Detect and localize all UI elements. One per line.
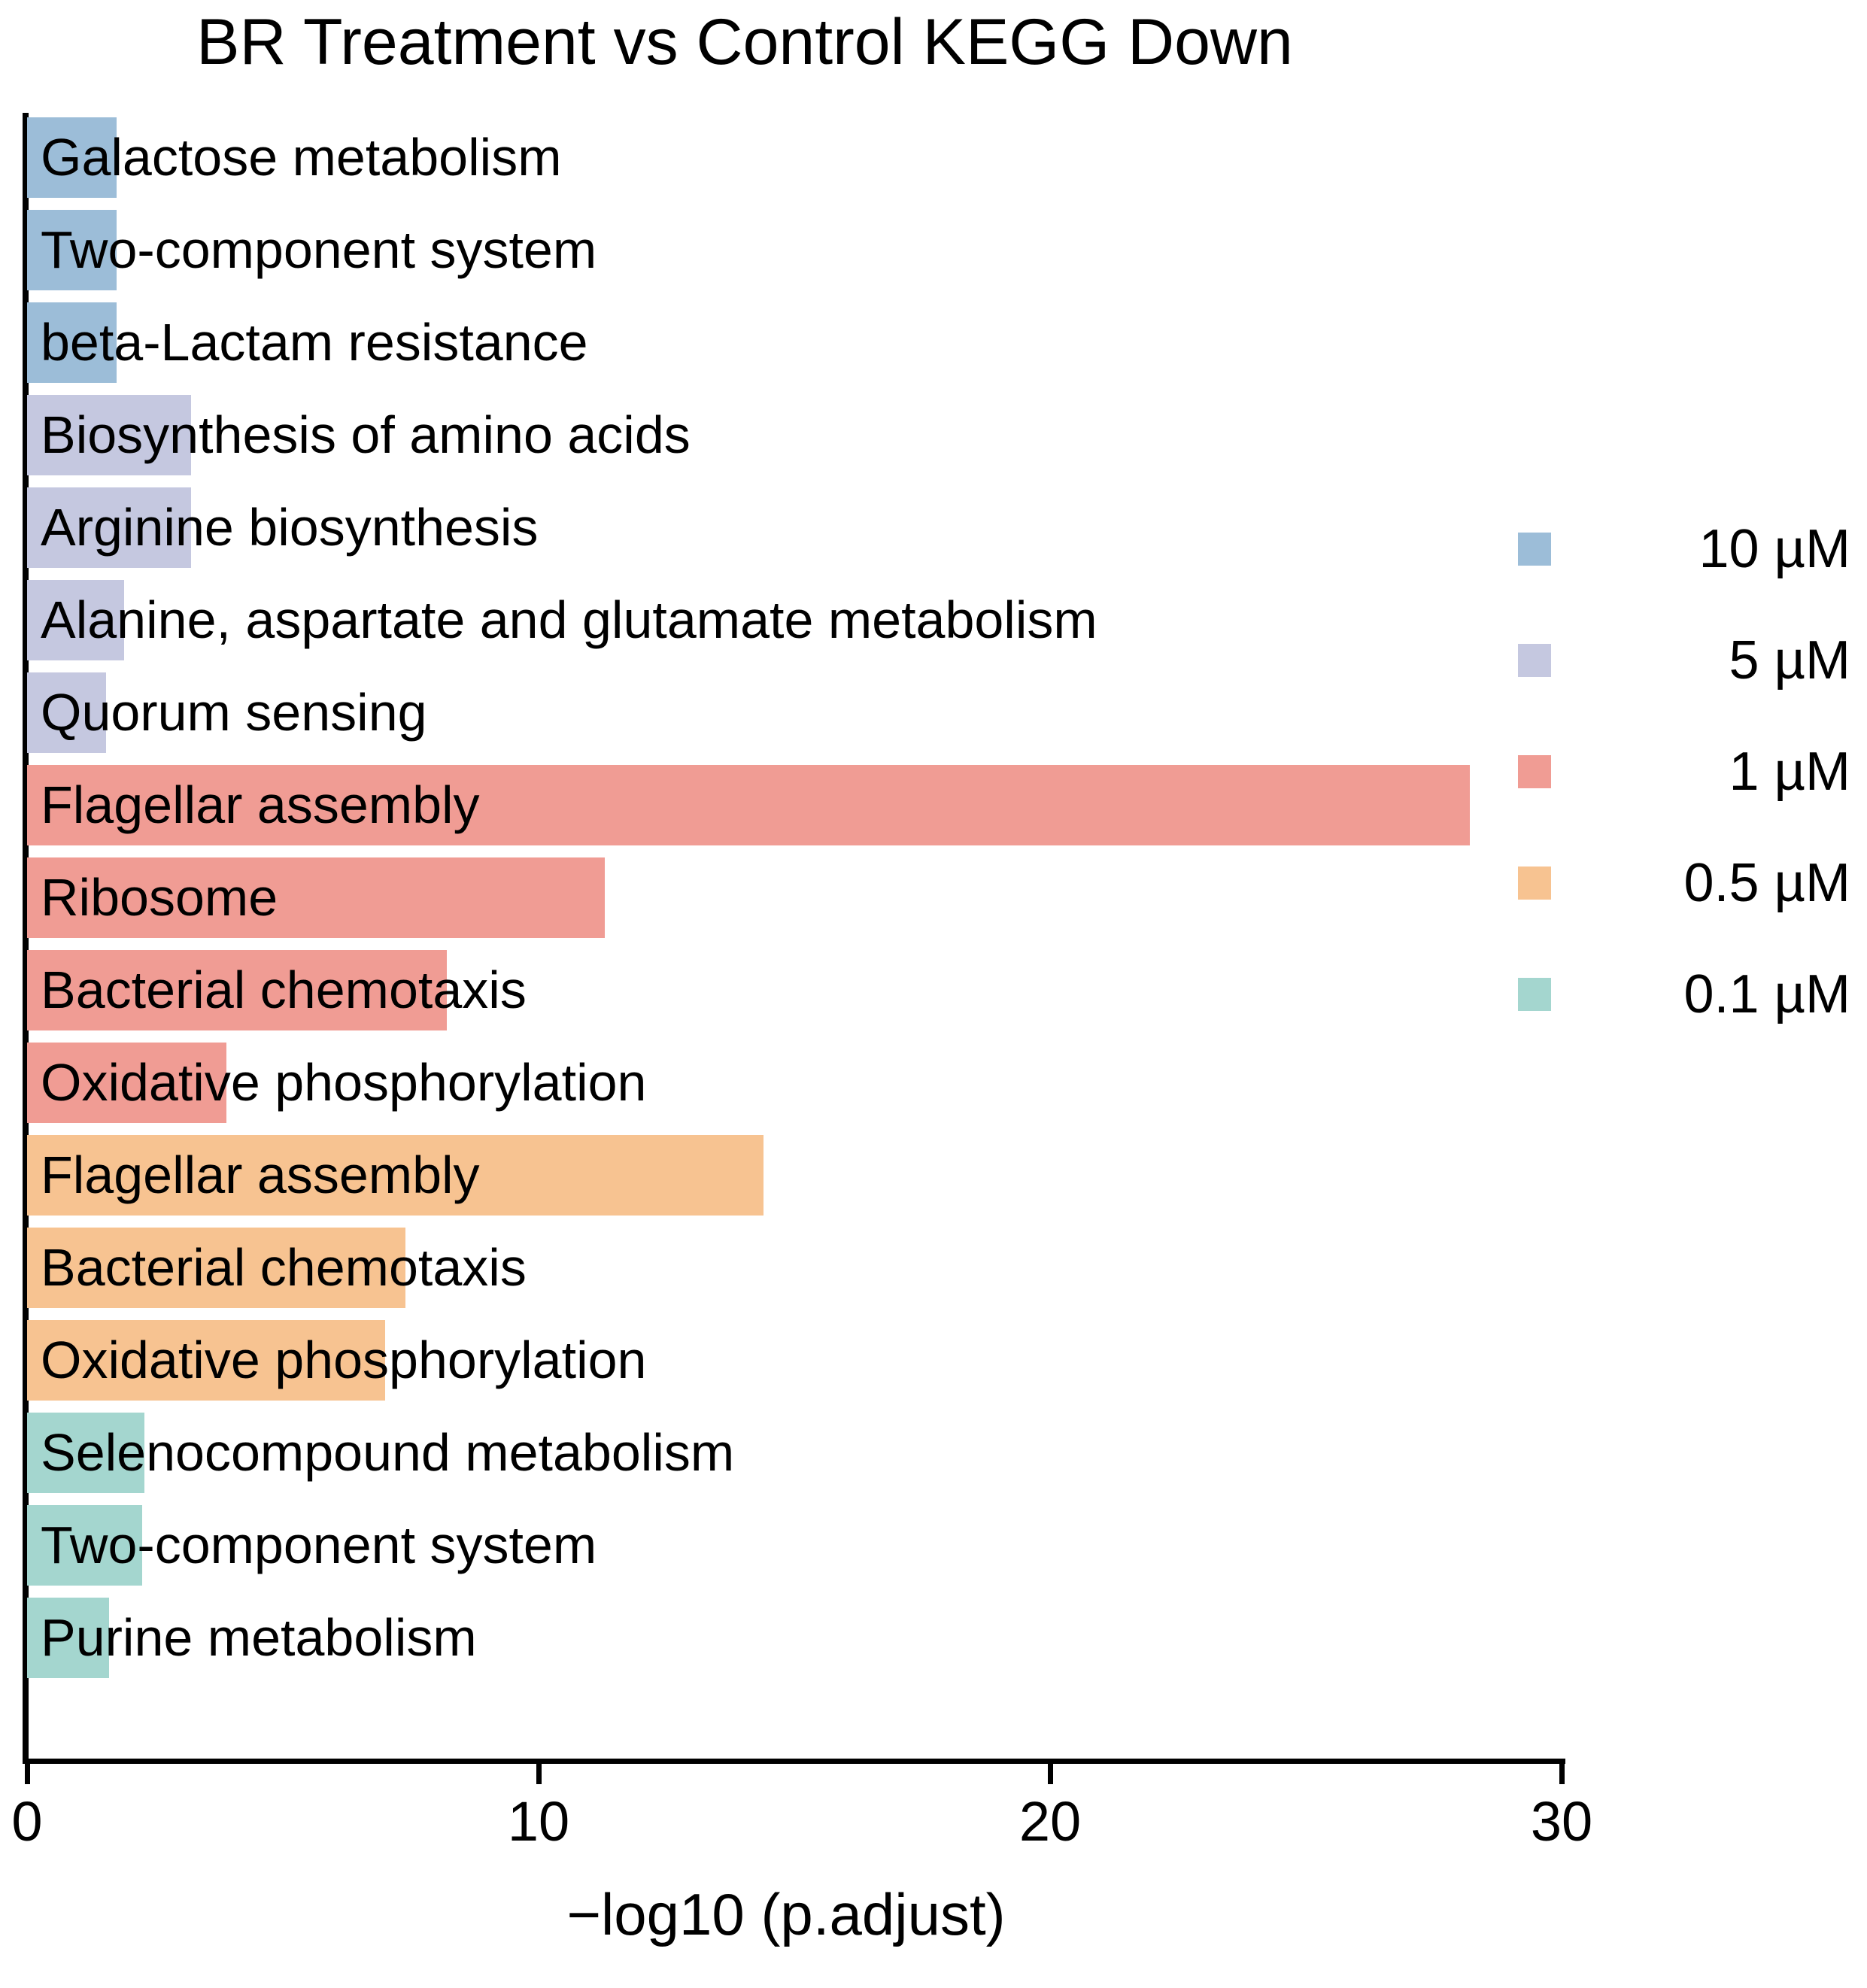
x-tick (536, 1759, 542, 1784)
bar-label: Alanine, aspartate and glutamate metabol… (41, 590, 1097, 649)
bar-row[interactable]: Galactose metabolism (0, 111, 1595, 204)
x-tick-label: 20 (1019, 1790, 1082, 1853)
bar-row[interactable]: Ribosome (0, 851, 1595, 944)
bar-row[interactable]: Purine metabolism (0, 1592, 1595, 1684)
bar-rect[interactable] (27, 857, 606, 938)
bar-rect[interactable] (27, 210, 117, 290)
bar-label: beta-Lactam resistance (41, 313, 588, 372)
bar-row[interactable]: Two-component system (0, 1499, 1595, 1592)
x-tick-label: 30 (1530, 1790, 1593, 1853)
x-axis-line (27, 1759, 1565, 1764)
bar-rect[interactable] (27, 672, 107, 753)
legend-swatch-icon (1518, 644, 1551, 677)
legend-label: 10 µM (1699, 519, 1850, 579)
y-axis-line (23, 113, 29, 1764)
legend-item[interactable]: 10 µM (1497, 519, 1850, 630)
legend-label: 0.1 µM (1683, 964, 1850, 1024)
x-tick (25, 1759, 30, 1784)
legend-swatch-icon (1518, 533, 1551, 566)
legend-label: 5 µM (1729, 630, 1850, 690)
bar-rect[interactable] (27, 1598, 109, 1678)
x-axis: 0 10 20 30 (0, 1759, 1595, 1853)
bar-row[interactable]: Arginine biosynthesis (0, 481, 1595, 574)
bar-row[interactable]: Quorum sensing (0, 666, 1595, 759)
x-axis-title: −log10 (p.adjust) (566, 1881, 1006, 1947)
bar-row[interactable]: Oxidative phosphorylation (0, 1314, 1595, 1407)
bar-rect[interactable] (27, 1043, 227, 1123)
bar-row[interactable]: Biosynthesis of amino acids (0, 389, 1595, 481)
bar-label: Two-component system (41, 220, 597, 279)
bar-rect[interactable] (27, 580, 125, 660)
x-tick (1048, 1759, 1053, 1784)
bar-row[interactable]: Bacterial chemotaxis (0, 944, 1595, 1036)
bar-rect[interactable] (27, 765, 1470, 845)
legend-swatch-icon (1518, 978, 1551, 1011)
bar-row[interactable]: Alanine, aspartate and glutamate metabol… (0, 574, 1595, 666)
bar-rect[interactable] (27, 1135, 764, 1216)
x-tick-label: 0 (11, 1790, 43, 1853)
bar-label: Galactose metabolism (41, 128, 562, 187)
bar-rect[interactable] (27, 1228, 406, 1308)
bar-rect[interactable] (27, 950, 447, 1030)
legend-label: 0.5 µM (1683, 853, 1850, 913)
chart-title: BR Treatment vs Control KEGG Down (196, 6, 1293, 78)
bar-row[interactable]: Flagellar assembly (0, 759, 1595, 851)
bar-row[interactable]: Bacterial chemotaxis (0, 1222, 1595, 1314)
bar-row[interactable]: Flagellar assembly (0, 1129, 1595, 1222)
bar-rect[interactable] (27, 487, 191, 568)
x-tick (1559, 1759, 1565, 1784)
legend-item[interactable]: 0.5 µM (1497, 853, 1850, 964)
bar-rect[interactable] (27, 1505, 142, 1586)
legend-item[interactable]: 1 µM (1497, 742, 1850, 853)
legend-item[interactable]: 0.1 µM (1497, 964, 1850, 1076)
bar-row[interactable]: Two-component system (0, 204, 1595, 296)
bar-rect[interactable] (27, 1413, 145, 1493)
bar-rect[interactable] (27, 395, 191, 475)
bar-rect[interactable] (27, 302, 117, 383)
bar-row[interactable]: Oxidative phosphorylation (0, 1036, 1595, 1129)
x-tick-label: 10 (507, 1790, 570, 1853)
bar-row[interactable]: beta-Lactam resistance (0, 296, 1595, 389)
legend-item[interactable]: 5 µM (1497, 630, 1850, 742)
bar-row[interactable]: Selenocompound metabolism (0, 1407, 1595, 1499)
bar-rect[interactable] (27, 117, 117, 198)
legend-swatch-icon (1518, 755, 1551, 788)
legend-label: 1 µM (1729, 742, 1850, 802)
legend: 10 µM 5 µM 1 µM 0.5 µM 0.1 µM (1497, 519, 1850, 1076)
legend-swatch-icon (1518, 867, 1551, 900)
bar-rect[interactable] (27, 1320, 385, 1401)
